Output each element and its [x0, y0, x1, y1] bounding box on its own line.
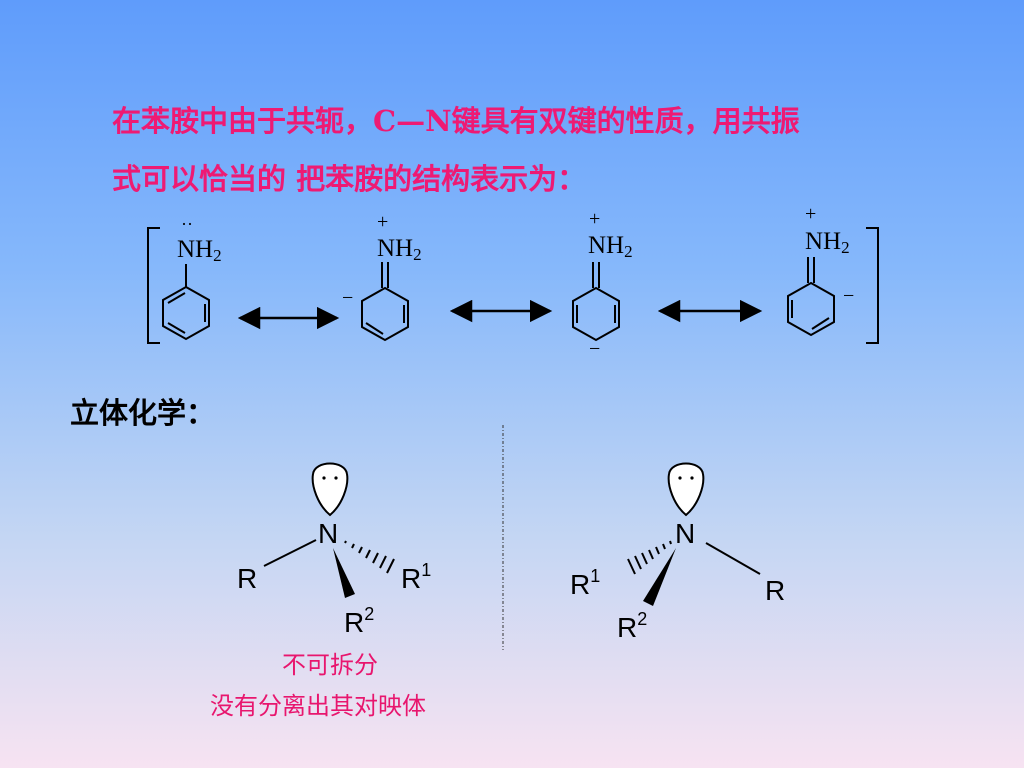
substituent-r2-left: R2 — [344, 604, 374, 638]
resonance-structure-1 — [162, 264, 210, 341]
resonance-structure-3 — [572, 262, 620, 342]
amine-label-3: NH2 — [588, 232, 633, 261]
minus-charge-4: − — [843, 285, 854, 307]
minus-charge-2: − — [342, 287, 353, 309]
amine-label-2: NH2 — [377, 235, 422, 264]
substituent-r2-right: R2 — [617, 609, 647, 643]
stereo-amine-right — [627, 462, 761, 606]
substituent-r1-left: R1 — [401, 560, 431, 594]
note-not-resolvable: 不可拆分 — [282, 651, 378, 679]
nitrogen-atom-left: N — [318, 518, 338, 549]
intro-line-2: 式可以恰当的 把苯胺的结构表示为： — [112, 162, 587, 196]
lone-pair-orbital-right — [667, 462, 705, 517]
resonance-structure-4 — [787, 257, 835, 337]
lone-pair-dots: ·· — [181, 214, 193, 234]
plus-charge-4: + — [805, 203, 816, 225]
amine-label-4: NH2 — [805, 228, 850, 257]
intro-text: 在苯胺中由于共轭，C—N键具有双键的性质，用共振 式可以恰当的 把苯胺的结构表示… — [112, 92, 972, 208]
intro-line-1: 在苯胺中由于共轭，C—N键具有双键的性质，用共振 — [112, 104, 800, 138]
nitrogen-atom-right: N — [675, 518, 695, 549]
minus-charge-3: − — [589, 338, 600, 360]
left-bracket — [147, 227, 160, 344]
resonance-structure-2 — [361, 262, 409, 342]
lone-pair-orbital-left — [311, 462, 349, 517]
amine-label-1: NH2 — [177, 236, 222, 265]
substituent-r-right: R — [765, 575, 785, 606]
plus-charge-3: + — [589, 208, 600, 230]
stereochemistry-heading: 立体化学： — [70, 396, 216, 430]
substituent-r1-right: R1 — [570, 566, 600, 600]
note-no-enantiomer-isolated: 没有分离出其对映体 — [210, 692, 426, 720]
plus-charge-2: + — [377, 211, 388, 233]
stereo-amine-left — [263, 462, 395, 598]
substituent-r-left: R — [237, 563, 257, 594]
right-bracket — [866, 227, 879, 344]
